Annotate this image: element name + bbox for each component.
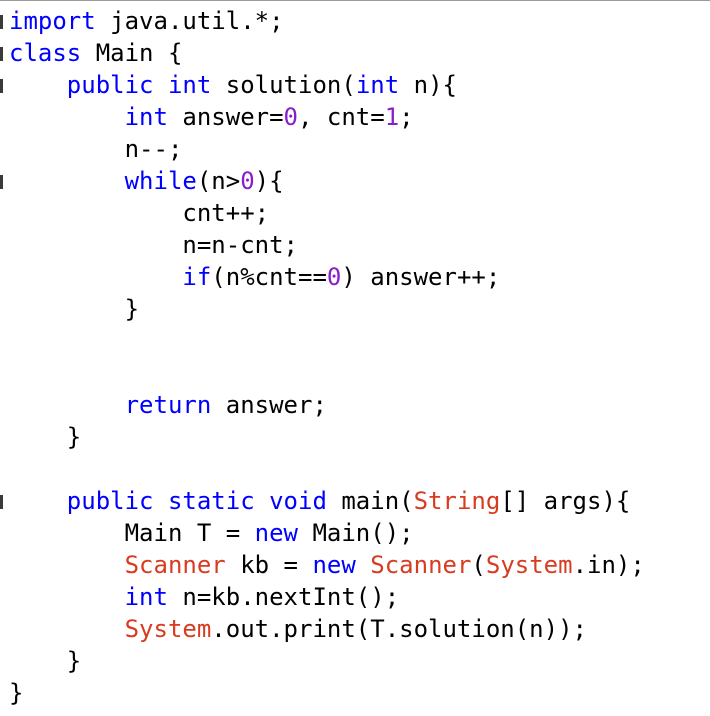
code-text: kb = <box>225 551 313 579</box>
class-name-token: System <box>485 551 573 579</box>
code-line: } <box>9 421 645 453</box>
code-line: System.out.print(T.solution(n)); <box>9 613 645 645</box>
gutter-marker <box>0 47 3 61</box>
code-line: return answer; <box>9 389 645 421</box>
code-text: } <box>9 423 82 451</box>
code-text <box>9 103 125 131</box>
code-text: ) answer++; <box>341 263 501 291</box>
code-text: } <box>9 679 24 707</box>
code-text: ( <box>471 551 486 579</box>
keyword-token: while <box>124 167 197 195</box>
class-name-token: Scanner <box>370 551 472 579</box>
code-text <box>356 551 370 579</box>
code-line <box>9 325 645 357</box>
code-line: public int solution(int n){ <box>9 69 645 101</box>
code-line: public static void main(String[] args){ <box>9 485 645 517</box>
gutter-marker <box>0 15 3 29</box>
code-line: if(n%cnt==0) answer++; <box>9 261 645 293</box>
source-code[interactable]: import java.util.*;class Main { public i… <box>9 5 645 709</box>
code-line: int n=kb.nextInt(); <box>9 581 645 613</box>
code-text: java.util.*; <box>95 7 284 35</box>
code-text <box>154 71 168 99</box>
code-text: [] args){ <box>500 487 631 515</box>
code-text <box>9 263 182 291</box>
code-text: ){ <box>254 167 284 195</box>
keyword-token: public <box>66 487 154 515</box>
code-text: n--; <box>9 135 183 163</box>
code-line: n=n-cnt; <box>9 229 645 261</box>
code-text: answer= <box>167 103 284 131</box>
keyword-token: void <box>269 487 327 515</box>
code-text: } <box>9 647 82 675</box>
code-text <box>255 487 269 515</box>
code-line: } <box>9 677 645 709</box>
code-text: cnt++; <box>9 199 270 227</box>
class-name-token: System <box>124 615 212 643</box>
code-text: n=n-cnt; <box>9 231 298 259</box>
code-text: answer; <box>211 391 327 419</box>
code-line: } <box>9 645 645 677</box>
class-name-token: String <box>413 487 501 515</box>
keyword-token: public <box>66 71 154 99</box>
keyword-token: new <box>312 551 356 579</box>
code-text <box>9 551 125 579</box>
gutter-marker <box>0 495 3 509</box>
keyword-token: new <box>254 519 298 547</box>
keyword-token: return <box>124 391 212 419</box>
code-line <box>9 453 645 485</box>
number-token: 0 <box>326 263 342 291</box>
keyword-token: int <box>355 71 400 99</box>
number-token: 1 <box>384 103 400 131</box>
code-line <box>9 357 645 389</box>
keyword-token: static <box>167 487 255 515</box>
keyword-token: int <box>167 71 212 99</box>
code-text <box>9 615 125 643</box>
code-text: (n> <box>196 167 241 195</box>
code-line: while(n>0){ <box>9 165 645 197</box>
code-line: int answer=0, cnt=1; <box>9 101 645 133</box>
code-line: import java.util.*; <box>9 5 645 37</box>
code-text <box>154 487 168 515</box>
code-text: n=kb.nextInt(); <box>167 583 400 611</box>
keyword-token: class <box>9 39 82 67</box>
code-text: main( <box>326 487 414 515</box>
code-text: n){ <box>399 71 457 99</box>
keyword-token: if <box>182 263 212 291</box>
keyword-token: import <box>9 7 96 35</box>
code-text <box>9 71 67 99</box>
code-text: } <box>9 295 140 323</box>
gutter-marker <box>0 79 3 93</box>
code-text: ; <box>399 103 414 131</box>
keyword-token: int <box>124 103 168 131</box>
code-text <box>9 583 125 611</box>
code-text: solution( <box>211 71 356 99</box>
code-line: Scanner kb = new Scanner(System.in); <box>9 549 645 581</box>
code-text: , cnt= <box>298 103 385 131</box>
code-text: Main { <box>81 39 183 67</box>
code-text <box>9 487 67 515</box>
code-line: n--; <box>9 133 645 165</box>
keyword-token: int <box>124 583 168 611</box>
code-text: Main(); <box>298 519 414 547</box>
gutter-marker <box>0 175 3 189</box>
code-text: (n%cnt== <box>211 263 327 291</box>
class-name-token: Scanner <box>124 551 226 579</box>
code-text <box>9 167 125 195</box>
code-text: Main T = <box>9 519 255 547</box>
code-text: .in); <box>572 551 645 579</box>
number-token: 0 <box>283 103 298 131</box>
code-line: cnt++; <box>9 197 645 229</box>
code-text: .out.print(T.solution(n)); <box>211 615 587 643</box>
code-line: class Main { <box>9 37 645 69</box>
code-text <box>9 391 125 419</box>
code-line: Main T = new Main(); <box>9 517 645 549</box>
number-token: 0 <box>240 167 255 195</box>
code-line: } <box>9 293 645 325</box>
